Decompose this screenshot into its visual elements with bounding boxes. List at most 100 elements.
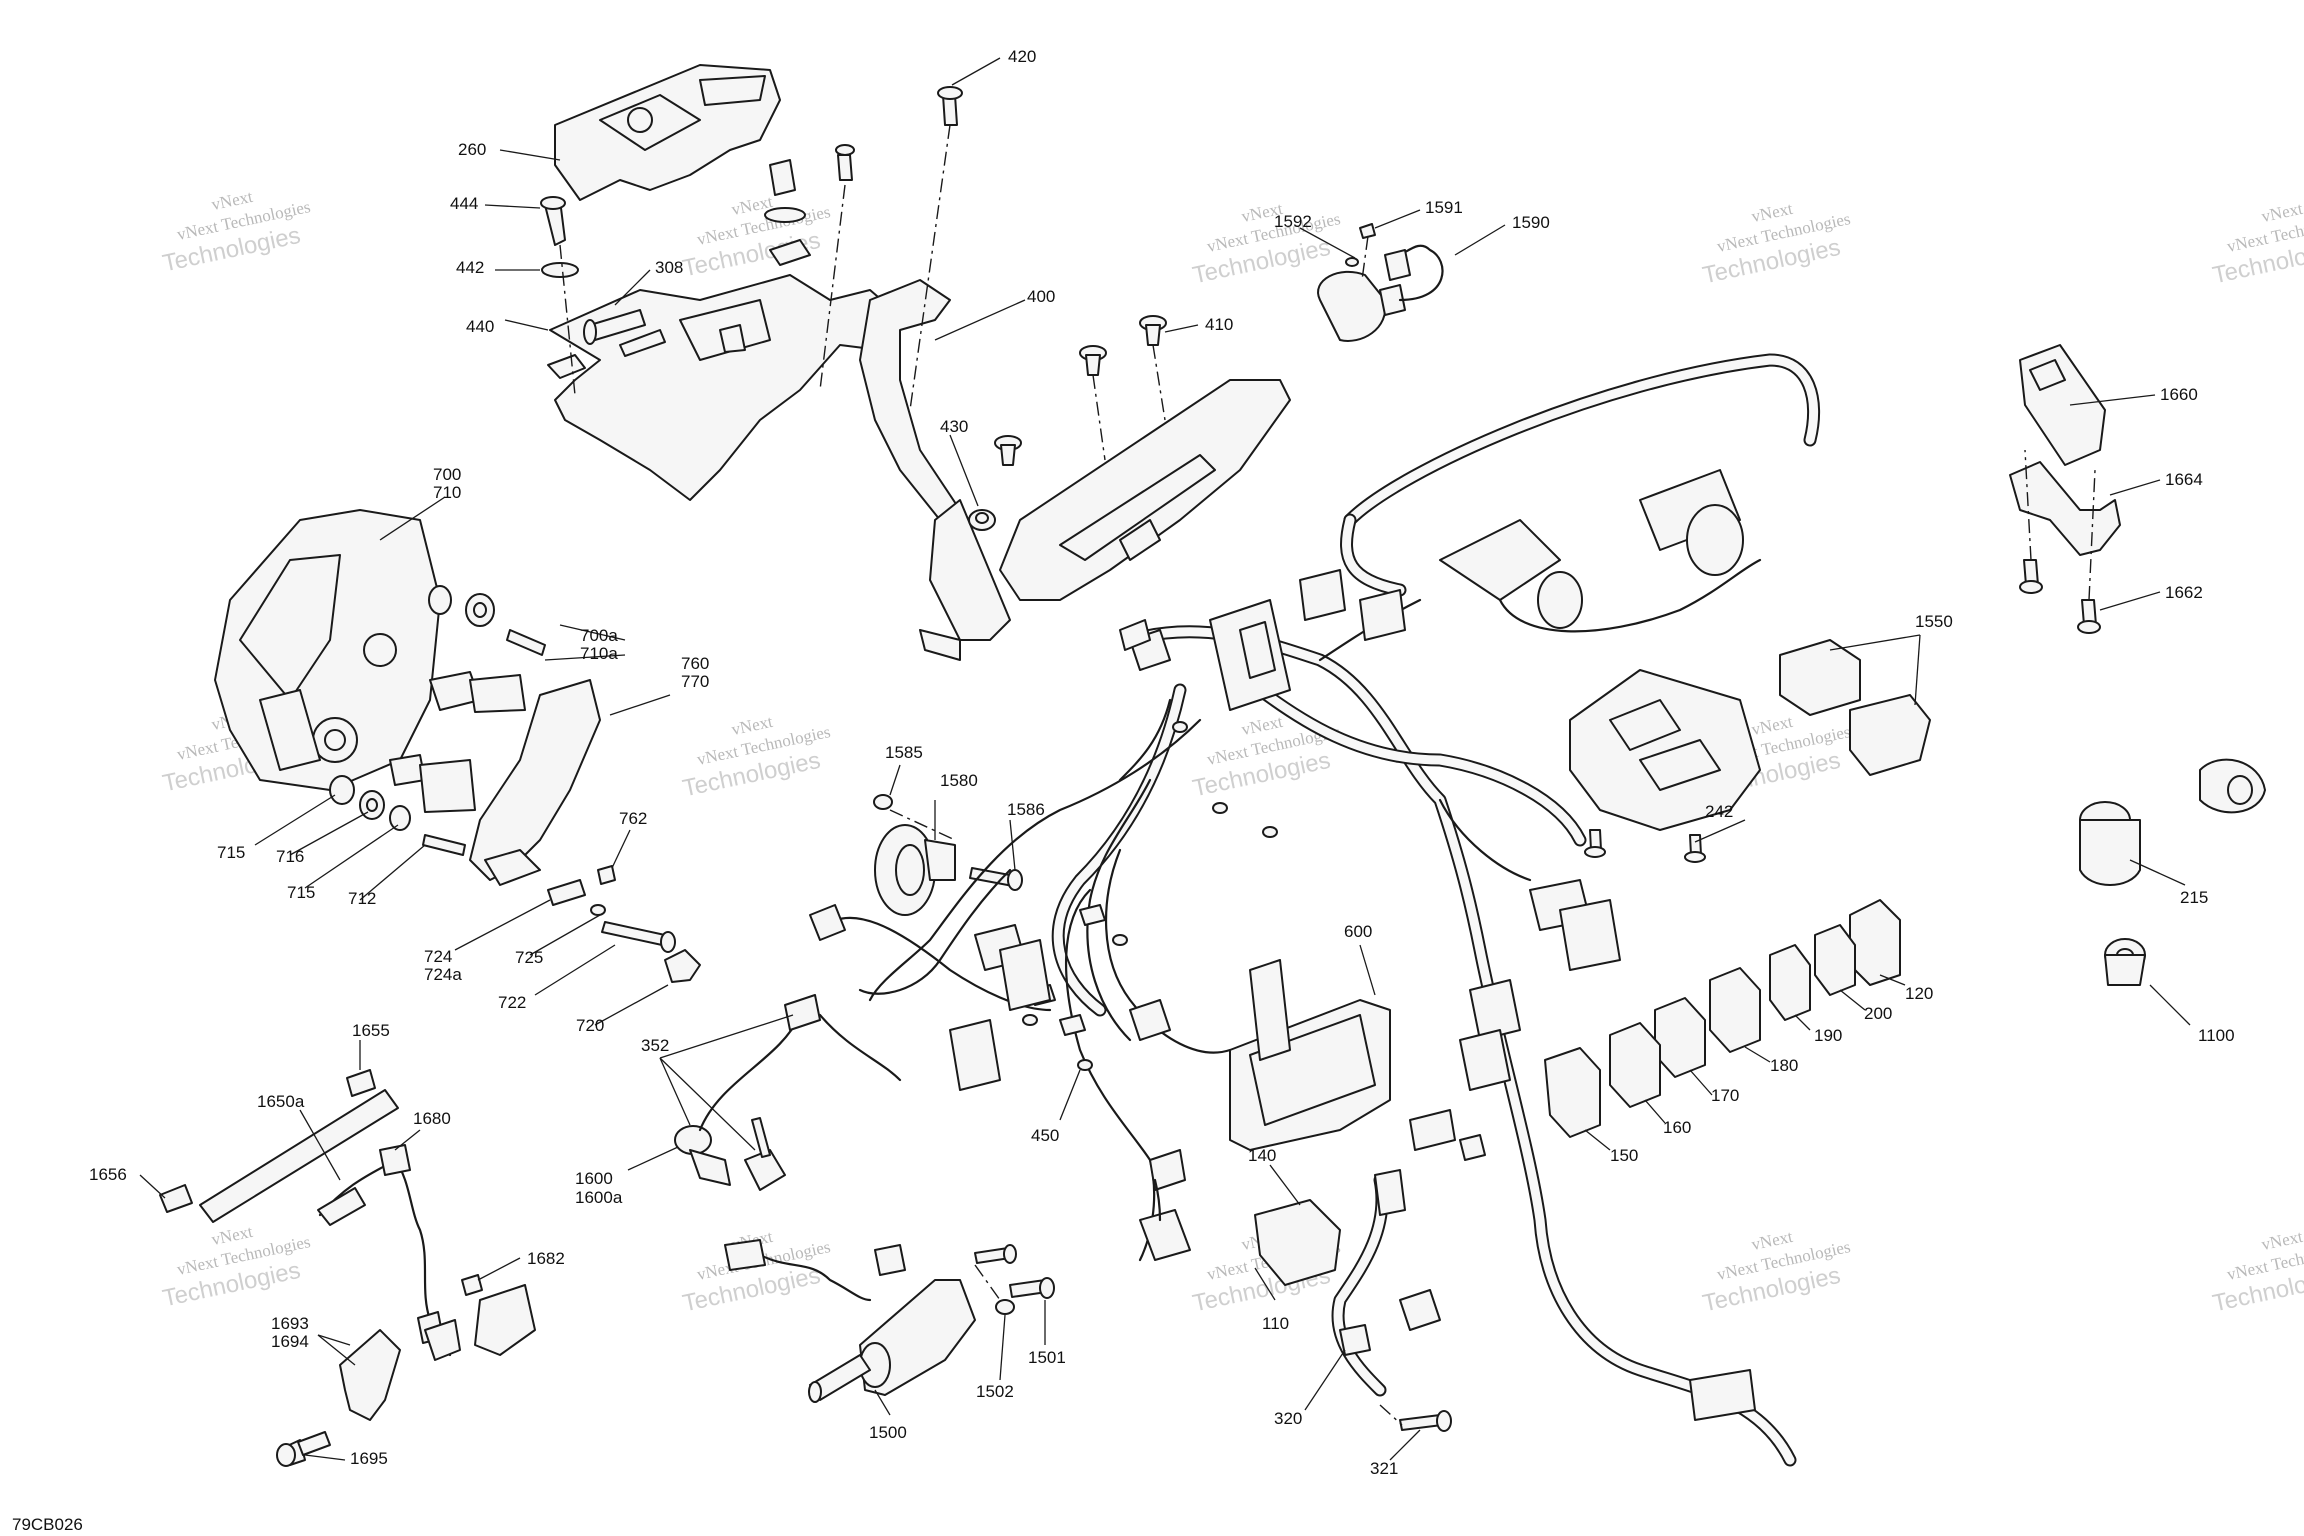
- callout-170: 170: [1711, 1086, 1739, 1105]
- cable-bracket-mid[interactable]: [949, 939, 1051, 1091]
- cluster-bezel[interactable]: [999, 379, 1291, 601]
- screw-242[interactable]: [1584, 829, 1706, 863]
- switch-190[interactable]: [1769, 944, 1811, 1021]
- dashboard-frame[interactable]: [1340, 353, 1821, 633]
- callout-110: 110: [1262, 1314, 1289, 1333]
- switch-boot-215[interactable]: [2079, 758, 2266, 886]
- switch-150[interactable]: [1544, 1047, 1601, 1138]
- instrument-cluster-600[interactable]: [1229, 959, 1391, 1151]
- relay-1550[interactable]: [1779, 639, 1931, 776]
- sensor-cable-352[interactable]: [698, 994, 902, 1132]
- bolt-1501[interactable]: [1009, 1277, 1055, 1299]
- bolt-1662[interactable]: [2077, 599, 2101, 634]
- callout-200: 200: [1864, 1004, 1892, 1023]
- screw-321[interactable]: [1399, 1410, 1452, 1432]
- throttle-1500[interactable]: [724, 1239, 976, 1403]
- tube-1650a[interactable]: [199, 1089, 399, 1223]
- washer-1592[interactable]: [1345, 257, 1359, 267]
- screw-upper-center[interactable]: [835, 144, 855, 181]
- callout-1586: 1586: [1007, 800, 1045, 819]
- bracket-1693[interactable]: [339, 1319, 461, 1421]
- callout-724a: 724a: [424, 965, 462, 984]
- dash-upper: [819, 184, 846, 391]
- callout-725: 725: [515, 948, 543, 967]
- harness-connectors[interactable]: [1029, 569, 1756, 1421]
- connector-110[interactable]: [1139, 1178, 1191, 1261]
- callout-400: 400: [1027, 287, 1055, 306]
- callout-260: 260: [458, 140, 486, 159]
- connector-140[interactable]: [1254, 1199, 1341, 1286]
- switch-180[interactable]: [1709, 967, 1761, 1053]
- callout-1600a: 1600a: [575, 1188, 623, 1207]
- switch-160[interactable]: [1609, 1022, 1661, 1108]
- bulb-lower[interactable]: [389, 754, 476, 813]
- grommet-set-700a[interactable]: [428, 585, 546, 656]
- callout-1662: 1662: [2165, 583, 2203, 602]
- callout-770: 770: [681, 672, 709, 691]
- bolt-left-1660[interactable]: [2019, 559, 2043, 594]
- pushpin-mid[interactable]: [1079, 345, 1107, 376]
- callout-450: 450: [1031, 1126, 1059, 1145]
- horn-1580[interactable]: [874, 824, 956, 916]
- clip-440[interactable]: [547, 354, 586, 379]
- harness-320[interactable]: [1331, 1169, 1441, 1397]
- clip-1656[interactable]: [159, 1184, 193, 1213]
- dash-444: [559, 244, 576, 396]
- switch-200[interactable]: [1814, 924, 1856, 996]
- callout-1500: 1500: [869, 1423, 907, 1442]
- callout-762: 762: [619, 809, 647, 828]
- spring-725[interactable]: [547, 879, 606, 916]
- callout-442: 442: [456, 258, 484, 277]
- gauge-cover[interactable]: [554, 64, 781, 201]
- sensor-1682[interactable]: [461, 1274, 536, 1356]
- adjuster-bolt-722[interactable]: [601, 921, 676, 953]
- bolt-1695[interactable]: [276, 1431, 331, 1467]
- callout-1693: 1693: [271, 1314, 309, 1333]
- callout-320: 320: [1274, 1409, 1302, 1428]
- bolt-upper-1500[interactable]: [974, 1244, 1017, 1264]
- callout-712: 712: [348, 889, 376, 908]
- dash-1585: [889, 809, 956, 841]
- switch-170[interactable]: [1654, 997, 1706, 1078]
- screw-444[interactable]: [540, 196, 566, 246]
- bolt-308[interactable]: [583, 309, 666, 357]
- callout-760: 760: [681, 654, 709, 673]
- washer-442[interactable]: [541, 262, 579, 278]
- bulb-710a[interactable]: [429, 671, 526, 713]
- clip-1655[interactable]: [346, 1069, 376, 1097]
- clip-upper[interactable]: [764, 159, 811, 266]
- sensor-1600[interactable]: [674, 1117, 786, 1191]
- switch-120[interactable]: [1849, 899, 1901, 986]
- screw-762[interactable]: [597, 865, 616, 885]
- callout-308: 308: [655, 258, 683, 277]
- bracket-support[interactable]: [549, 274, 1011, 661]
- small-fasteners[interactable]: [1022, 721, 1278, 1071]
- callout-215: 215: [2180, 888, 2208, 907]
- nut-1585[interactable]: [873, 794, 893, 810]
- dash-1662: [2088, 469, 2096, 601]
- screw-1591[interactable]: [1359, 223, 1376, 239]
- grommet-430[interactable]: [968, 509, 996, 531]
- callout-710a: 710a: [580, 644, 618, 663]
- pushpin-410[interactable]: [1139, 315, 1167, 346]
- sensor-1590[interactable]: [1317, 244, 1444, 342]
- callout-420: 420: [1008, 47, 1036, 66]
- headlamp-bracket-760[interactable]: [469, 679, 601, 886]
- key-switch-1100[interactable]: [2104, 938, 2146, 986]
- callout-1585: 1585: [885, 743, 923, 762]
- main-wiring-harness[interactable]: [858, 598, 1797, 1467]
- pushpin-low[interactable]: [994, 435, 1022, 466]
- sensor-1660[interactable]: [2019, 344, 2106, 466]
- bracket-1664[interactable]: [2009, 461, 2121, 556]
- callout-710: 710: [433, 483, 461, 502]
- knob-720[interactable]: [664, 949, 701, 983]
- dash-mid: [1092, 374, 1106, 461]
- headlamp-assembly[interactable]: [214, 509, 441, 791]
- callout-1682: 1682: [527, 1249, 565, 1268]
- fuse-box-plate[interactable]: [1569, 669, 1761, 831]
- callout-1650a: 1650a: [257, 1092, 305, 1111]
- screw-420[interactable]: [937, 86, 963, 126]
- grommet-set-715[interactable]: [329, 775, 466, 856]
- callout-1550: 1550: [1915, 612, 1953, 631]
- washer-1502[interactable]: [995, 1299, 1015, 1315]
